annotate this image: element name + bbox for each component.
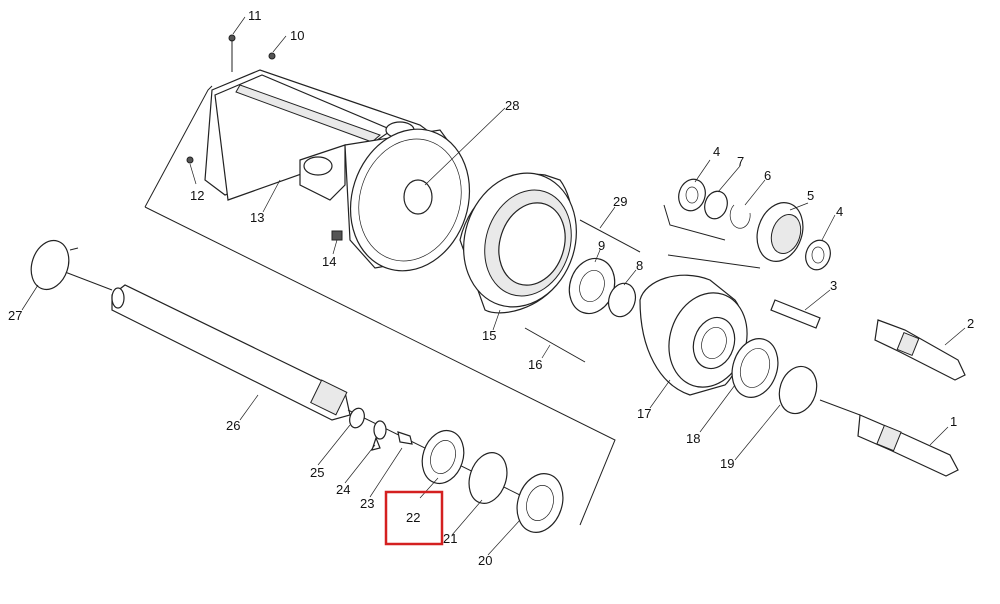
callout-5: 5: [807, 188, 814, 203]
callout-19: 19: [720, 456, 734, 471]
callout-labels: 11 10 28 12 13 14 29 9 8 15 16 4 7 6 5 4…: [8, 8, 974, 568]
callout-17: 17: [637, 406, 651, 421]
circlip-27: [30, 239, 79, 291]
planet-gear-set: [678, 178, 831, 271]
callout-22: 22: [406, 510, 420, 525]
group-outlines: [144, 85, 761, 526]
callout-12: 12: [190, 188, 204, 203]
callout-14: 14: [322, 254, 336, 269]
callout-27: 27: [8, 308, 22, 323]
callout-28: 28: [505, 98, 519, 113]
leader-lines: [21, 16, 966, 556]
shim-and-circlip: [731, 338, 861, 416]
callout-16: 16: [528, 357, 542, 372]
seal-oring-bearing: [421, 429, 564, 533]
callout-1: 1: [950, 414, 957, 429]
callout-23: 23: [360, 496, 374, 511]
bearing-and-seal: [568, 257, 637, 318]
callout-8: 8: [636, 258, 643, 273]
callout-3: 3: [830, 278, 837, 293]
callout-21: 21: [443, 531, 457, 546]
callout-20: 20: [478, 553, 492, 568]
callout-6: 6: [764, 168, 771, 183]
short-shafts: [857, 319, 966, 477]
callout-15: 15: [482, 328, 496, 343]
callout-7: 7: [737, 154, 744, 169]
callout-25: 25: [310, 465, 324, 480]
callout-10: 10: [290, 28, 304, 43]
housing: [186, 34, 471, 272]
highlight-box: [384, 490, 444, 546]
callout-11: 11: [248, 8, 262, 23]
callout-13: 13: [250, 210, 264, 225]
planet-carrier: [639, 274, 748, 396]
callout-2: 2: [967, 316, 974, 331]
pin: [770, 299, 821, 329]
callout-9: 9: [598, 238, 605, 253]
callout-29: 29: [613, 194, 627, 209]
callout-24: 24: [336, 482, 350, 497]
ring-gear: [459, 172, 641, 363]
callout-4-upper: 4: [713, 144, 720, 159]
callout-26: 26: [226, 418, 240, 433]
callout-18: 18: [686, 431, 700, 446]
small-fasteners: [349, 407, 413, 451]
callout-4-lower: 4: [836, 204, 843, 219]
